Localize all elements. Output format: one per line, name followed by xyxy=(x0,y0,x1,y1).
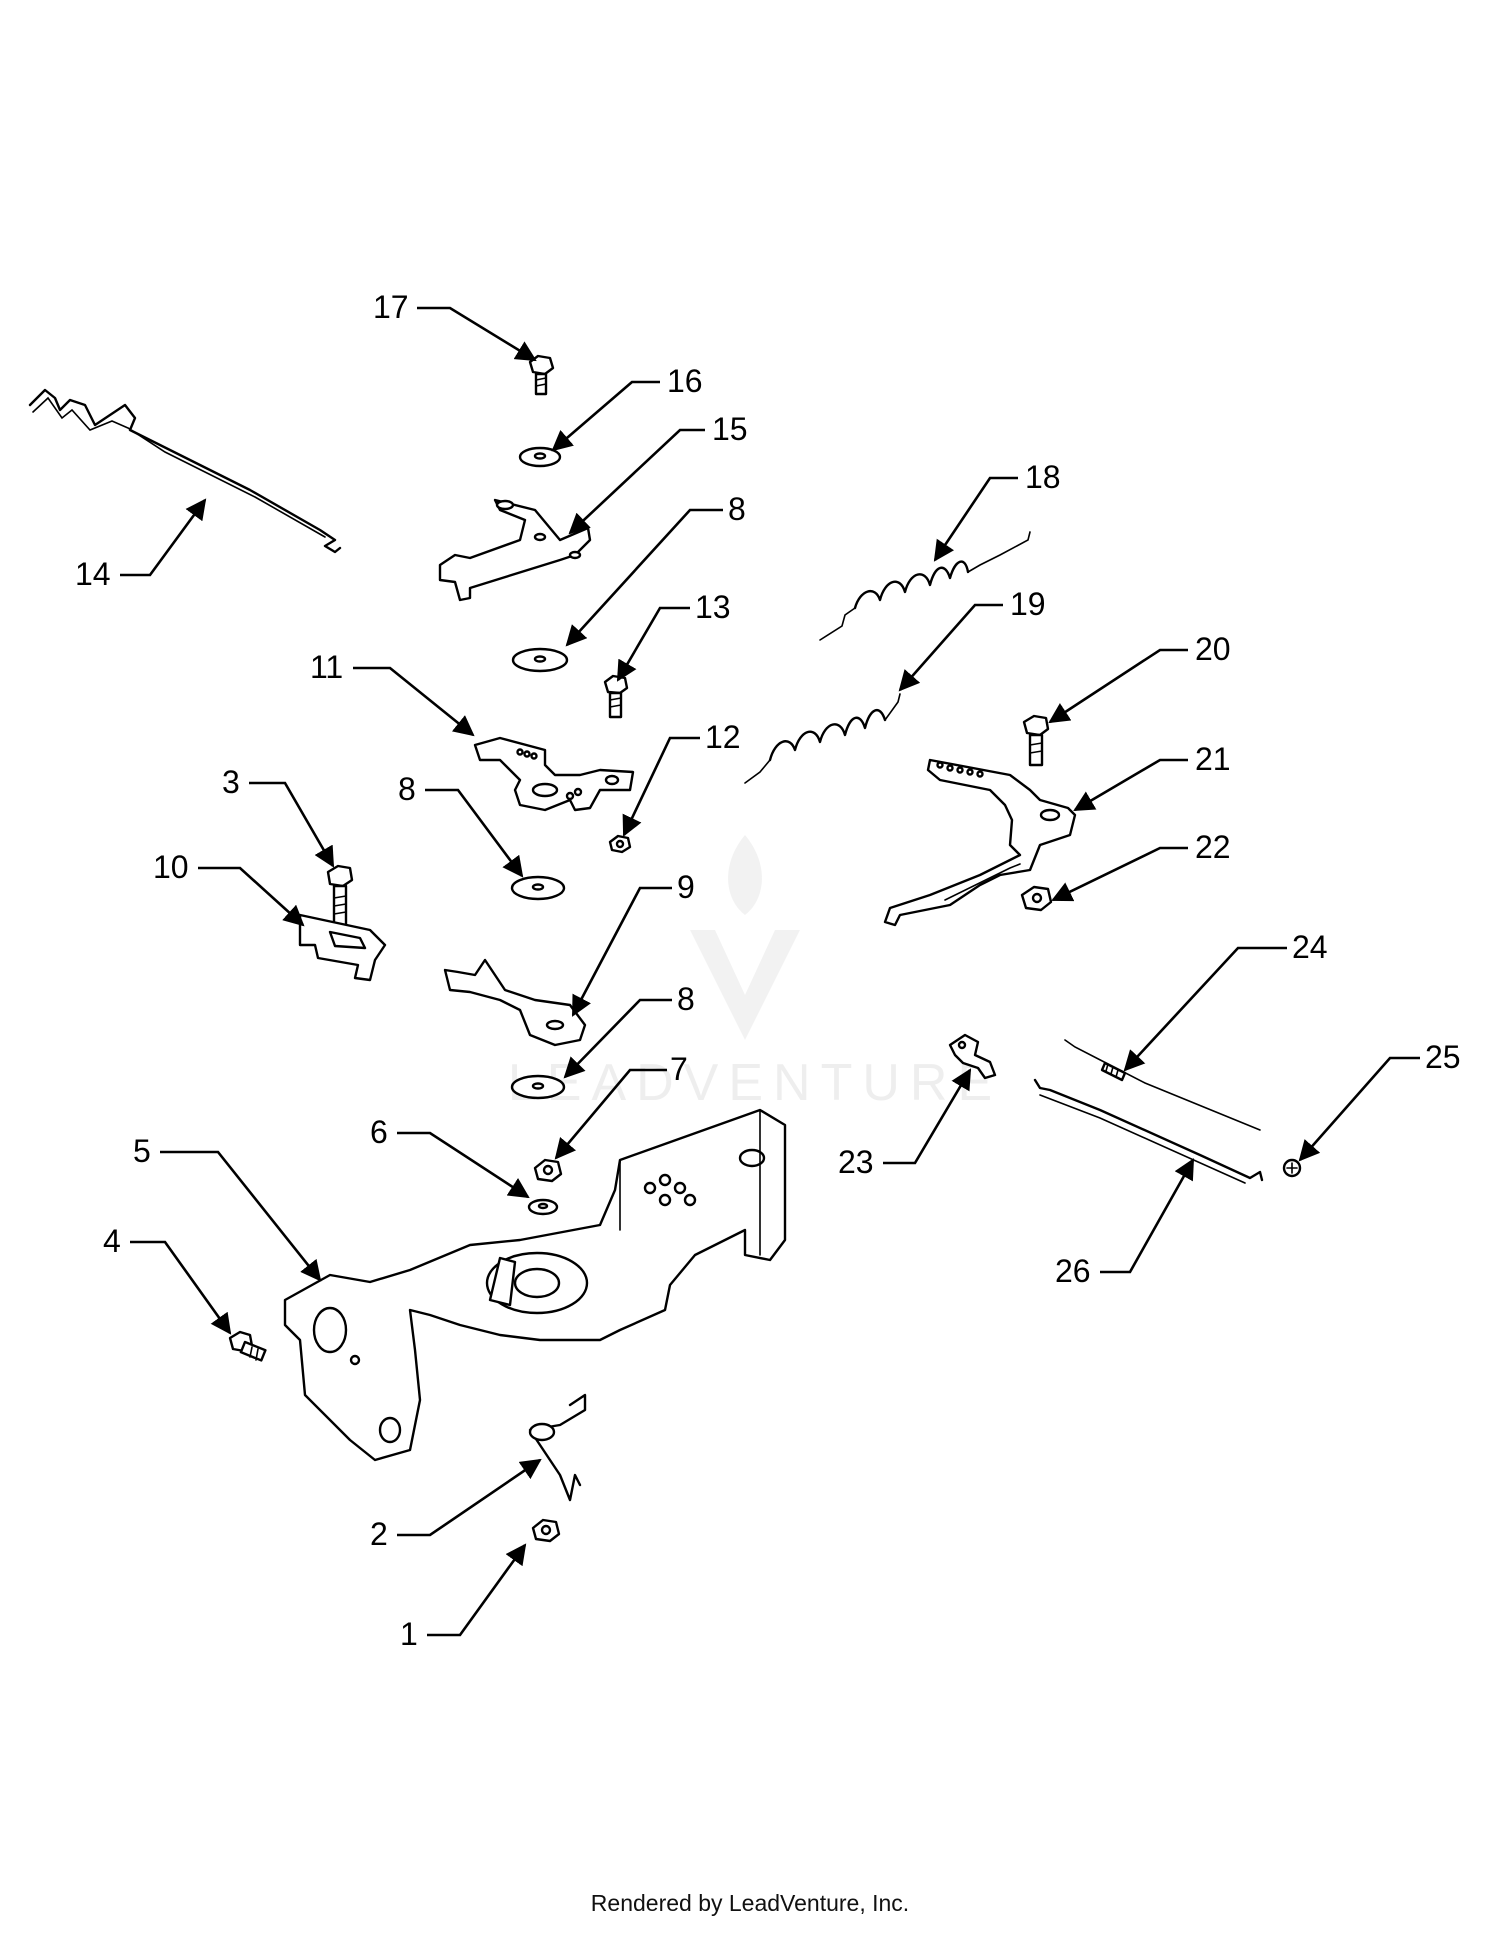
part-11-lever xyxy=(473,736,635,812)
svg-text:12: 12 xyxy=(705,719,741,755)
svg-text:8: 8 xyxy=(728,491,746,527)
part-24-link-wire xyxy=(1064,1039,1261,1131)
callout-2: 2 xyxy=(370,1458,542,1552)
callout-17: 17 xyxy=(373,289,537,362)
svg-text:24: 24 xyxy=(1292,929,1328,965)
callout-22: 22 xyxy=(1051,829,1231,902)
callout-14: 14 xyxy=(75,498,207,592)
part-8-washer-middle xyxy=(510,875,566,901)
part-23-cable-clamp xyxy=(948,1033,997,1080)
svg-text:8: 8 xyxy=(398,771,416,807)
callout-16: 16 xyxy=(551,363,703,452)
part-25-screw xyxy=(1282,1158,1302,1178)
callout-4: 4 xyxy=(103,1223,232,1335)
svg-text:13: 13 xyxy=(695,589,731,625)
part-1-nut xyxy=(531,1518,561,1543)
svg-text:6: 6 xyxy=(370,1114,388,1150)
svg-text:11: 11 xyxy=(310,649,343,685)
svg-text:18: 18 xyxy=(1025,459,1061,495)
svg-text:23: 23 xyxy=(838,1144,874,1180)
part-5-main-bracket xyxy=(283,1108,787,1462)
callout-15: 15 xyxy=(568,411,748,535)
part-21-lever-arm xyxy=(883,758,1077,927)
part-6-washer xyxy=(527,1198,559,1216)
part-8-washer-bottom xyxy=(510,1074,566,1100)
callout-10: 10 xyxy=(153,849,305,927)
svg-text:22: 22 xyxy=(1195,829,1231,865)
svg-text:10: 10 xyxy=(153,849,189,885)
part-2-plate xyxy=(528,1393,587,1502)
svg-text:8: 8 xyxy=(677,981,695,1017)
callout-18: 18 xyxy=(933,459,1061,562)
callout-1: 1 xyxy=(400,1543,527,1652)
callout-25: 25 xyxy=(1298,1039,1461,1162)
callout-26: 26 xyxy=(1055,1158,1195,1289)
svg-text:15: 15 xyxy=(712,411,748,447)
svg-text:25: 25 xyxy=(1425,1039,1461,1075)
callout-13: 13 xyxy=(616,589,731,682)
callout-9: 9 xyxy=(571,869,695,1017)
part-16-washer xyxy=(518,446,562,468)
watermark-text: LEADVENTURE xyxy=(508,1054,1002,1112)
part-22-nut xyxy=(1020,885,1053,912)
part-4-bolt xyxy=(228,1330,267,1362)
part-17-bolt xyxy=(528,354,555,396)
part-18-spring xyxy=(819,531,1031,641)
part-12-nut xyxy=(608,834,632,854)
svg-text:20: 20 xyxy=(1195,631,1231,667)
callout-11: 11 xyxy=(310,649,475,737)
footer-credit: Rendered by LeadVenture, Inc. xyxy=(590,1890,910,1916)
part-8-washer-top xyxy=(511,647,569,673)
svg-text:19: 19 xyxy=(1010,586,1046,622)
part-13-bolt xyxy=(603,674,629,719)
svg-text:14: 14 xyxy=(75,556,111,592)
part-14-governor-rod xyxy=(28,388,342,554)
callout-21: 21 xyxy=(1073,741,1231,812)
part-10-clip xyxy=(298,913,387,982)
svg-text:7: 7 xyxy=(670,1051,688,1087)
svg-text:21: 21 xyxy=(1195,741,1231,777)
callout-3: 3 xyxy=(222,764,335,868)
part-15-bracket xyxy=(438,498,592,602)
svg-text:16: 16 xyxy=(667,363,703,399)
callout-12: 12 xyxy=(622,719,741,837)
part-26-link-rod xyxy=(1033,1078,1264,1184)
svg-text:1: 1 xyxy=(400,1616,418,1652)
svg-text:2: 2 xyxy=(370,1516,388,1552)
svg-text:17: 17 xyxy=(373,289,409,325)
part-20-bolt xyxy=(1022,714,1050,767)
svg-text:9: 9 xyxy=(677,869,695,905)
callout-8-middle: 8 xyxy=(398,771,524,878)
callout-8-bottom: 8 xyxy=(563,981,695,1079)
callout-8-top: 8 xyxy=(565,491,746,647)
svg-text:5: 5 xyxy=(133,1133,151,1169)
part-19-spring xyxy=(744,693,901,784)
callout-7: 7 xyxy=(554,1051,688,1160)
part-7-nut xyxy=(533,1158,563,1183)
callout-24: 24 xyxy=(1123,929,1328,1072)
callout-23: 23 xyxy=(838,1068,972,1180)
svg-text:26: 26 xyxy=(1055,1253,1091,1289)
callout-6: 6 xyxy=(370,1114,530,1199)
watermark-logo: LEADVENTURE xyxy=(508,835,1002,1112)
part-3-bolt xyxy=(326,864,354,928)
callout-5: 5 xyxy=(133,1133,322,1282)
callout-20: 20 xyxy=(1048,631,1231,724)
callout-19: 19 xyxy=(898,586,1046,692)
svg-text:4: 4 xyxy=(103,1223,121,1259)
svg-text:3: 3 xyxy=(222,764,240,800)
part-9-lever xyxy=(443,958,587,1047)
